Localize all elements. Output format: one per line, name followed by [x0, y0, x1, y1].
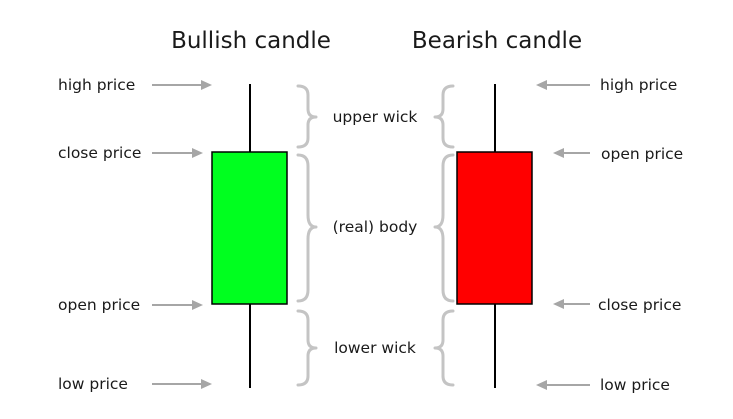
- body-brace-left: [296, 153, 318, 303]
- bearish-high-arrow: [536, 80, 590, 90]
- body-brace-right: [433, 153, 455, 303]
- upper-wick-brace-left: [296, 84, 318, 149]
- bullish-candle: [211, 84, 288, 388]
- body-label: (real) body: [333, 218, 418, 236]
- bullish-open-label: open price: [58, 296, 140, 314]
- lower-wick-label: lower wick: [334, 339, 416, 357]
- bullish-title: Bullish candle: [171, 28, 331, 54]
- bullish-low-arrow: [152, 379, 212, 389]
- bearish-candle: [456, 84, 533, 388]
- bearish-low-arrow: [536, 380, 590, 390]
- bearish-close-arrow: [553, 299, 590, 309]
- upper-wick-label: upper wick: [333, 108, 418, 126]
- bearish-open-arrow: [553, 148, 590, 158]
- bullish-high-arrow: [152, 80, 212, 90]
- bearish-high-label: high price: [600, 76, 677, 94]
- bullish-low-label: low price: [58, 375, 128, 393]
- bearish-title: Bearish candle: [412, 28, 582, 54]
- bullish-body: [211, 151, 288, 305]
- bullish-close-arrow: [152, 148, 203, 158]
- bullish-high-label: high price: [58, 76, 135, 94]
- bearish-low-label: low price: [600, 376, 670, 394]
- lower-wick-brace-left: [296, 309, 318, 387]
- bearish-close-label: close price: [598, 296, 681, 314]
- lower-wick-brace-right: [433, 309, 455, 387]
- bearish-body: [456, 151, 533, 305]
- bullish-close-label: close price: [58, 144, 141, 162]
- bearish-open-label: open price: [601, 145, 683, 163]
- bullish-open-arrow: [152, 300, 203, 310]
- upper-wick-brace-right: [433, 84, 455, 149]
